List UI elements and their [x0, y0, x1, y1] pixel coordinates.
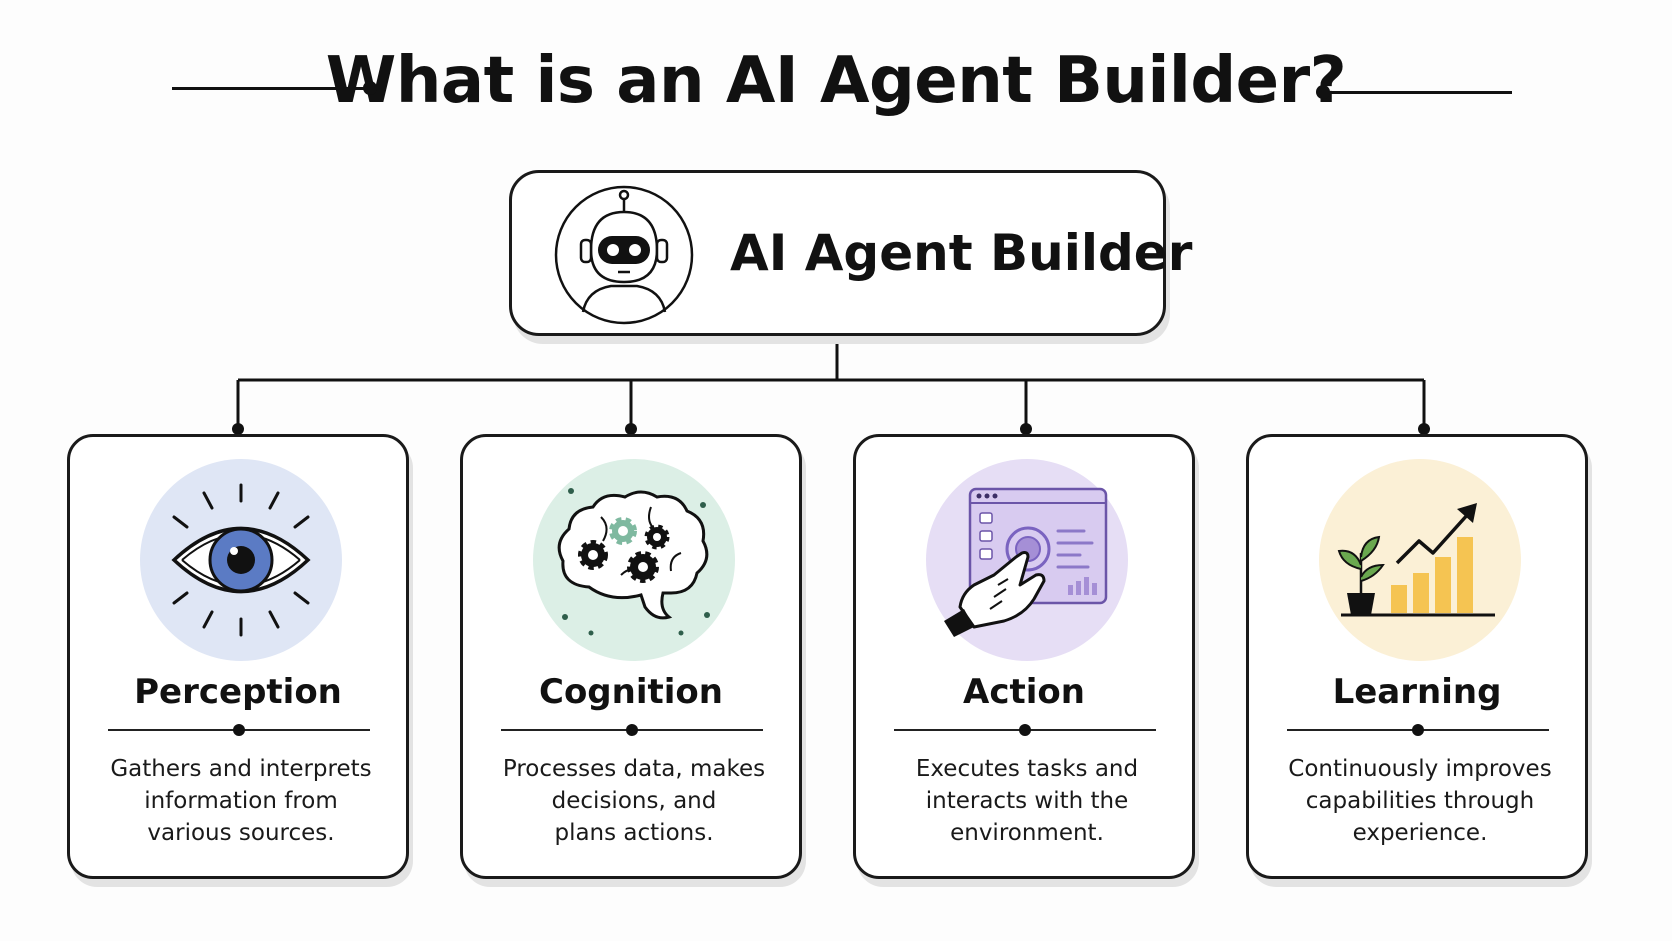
title-rule-right: [1320, 91, 1512, 94]
card-title: Cognition: [539, 672, 723, 712]
card-cognition: Cognition Processes data, makes decision…: [460, 434, 802, 879]
eye-icon: [140, 459, 342, 661]
card-description: Executes tasks and interacts with the en…: [915, 756, 1139, 846]
card-perception: Perception Gathers and interprets inform…: [67, 434, 409, 879]
growth-chart-icon: [1319, 459, 1521, 661]
brain-gears-icon: [533, 459, 735, 661]
hand-touchscreen-icon: [926, 459, 1128, 661]
root-node-box: AI Agent Builder: [509, 170, 1192, 336]
card-description: Gathers and interprets information from …: [110, 756, 372, 846]
card-divider-dot: [1412, 724, 1424, 736]
card-description: Continuously improves capabilities throu…: [1288, 756, 1552, 846]
root-node-label: AI Agent Builder: [730, 224, 1193, 282]
card-divider-dot: [626, 724, 638, 736]
page-title: What is an AI Agent Builder?: [325, 44, 1347, 118]
card-learning: Learning Continuously improves capabilit…: [1246, 434, 1588, 879]
card-description: Processes data, makes decisions, and pla…: [502, 756, 766, 846]
robot-icon: [554, 185, 694, 325]
card-action: Action Executes tasks and interacts with…: [853, 434, 1195, 879]
card-title: Action: [963, 672, 1085, 712]
title-rule-left-dot: [363, 81, 377, 95]
card-divider-dot: [233, 724, 245, 736]
title-rule-left: [172, 87, 368, 90]
card-divider-dot: [1019, 724, 1031, 736]
card-title: Perception: [134, 672, 342, 712]
card-title: Learning: [1332, 672, 1502, 712]
